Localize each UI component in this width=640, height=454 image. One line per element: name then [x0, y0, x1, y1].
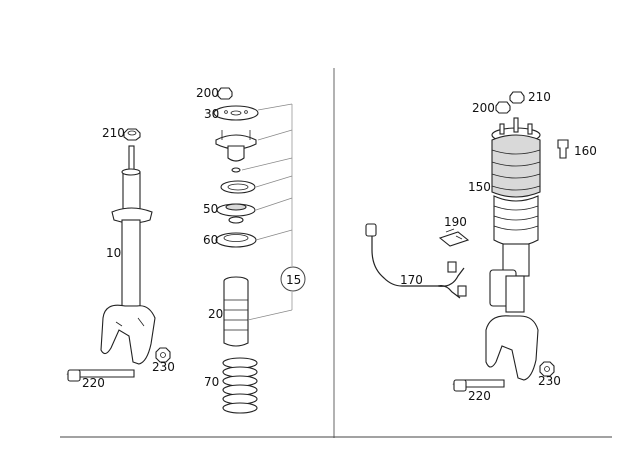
- nut-200-right: [495, 101, 511, 114]
- nut-210-right: [509, 91, 525, 104]
- strut-mount: [215, 134, 257, 150]
- top-mount-plate: [213, 105, 259, 121]
- callout-10: 10: [106, 246, 121, 260]
- sensor-160: [557, 139, 569, 159]
- callout-210-left: 210: [102, 126, 125, 140]
- callout-20: 20: [208, 307, 223, 321]
- callout-200-middle: 200: [196, 86, 219, 100]
- callout-150: 150: [468, 180, 491, 194]
- strut-assembly: [66, 128, 171, 382]
- piston-rod: [128, 145, 135, 173]
- nut-200-middle: [217, 87, 233, 100]
- callout-160: 160: [574, 144, 597, 158]
- callout-230-right: 230: [538, 374, 561, 388]
- lower-bracket-right: [485, 315, 539, 381]
- bracket-190: [438, 231, 470, 247]
- nut-210: [123, 128, 141, 141]
- callout-60: 60: [203, 233, 218, 247]
- nut-230-right: [539, 361, 555, 377]
- callout-220-right: 220: [468, 389, 491, 403]
- air-strut-assembly: [365, 91, 569, 392]
- air-bellows: [493, 195, 539, 247]
- bearing-ring: [220, 180, 256, 194]
- wiring-harness: [371, 232, 465, 287]
- callout-170: 170: [400, 273, 423, 287]
- callout-230-left: 230: [152, 360, 175, 374]
- dust-boot: [223, 281, 249, 347]
- mount-kit: [213, 87, 306, 414]
- callout-50: 50: [203, 202, 218, 216]
- spring-isolator: [215, 232, 257, 248]
- kit-callout-circle: [280, 266, 306, 292]
- callout-70: 70: [204, 375, 219, 389]
- lower-bracket: [100, 304, 156, 365]
- nut-230-left: [155, 347, 171, 363]
- callout-190: 190: [444, 215, 467, 229]
- callout-220-left: 220: [82, 376, 105, 390]
- callout-200-right: 200: [472, 101, 495, 115]
- callout-30: 30: [204, 107, 219, 121]
- coil-spring: [222, 357, 258, 414]
- callout-210-right: 210: [528, 90, 551, 104]
- callout-15: 15: [286, 273, 301, 287]
